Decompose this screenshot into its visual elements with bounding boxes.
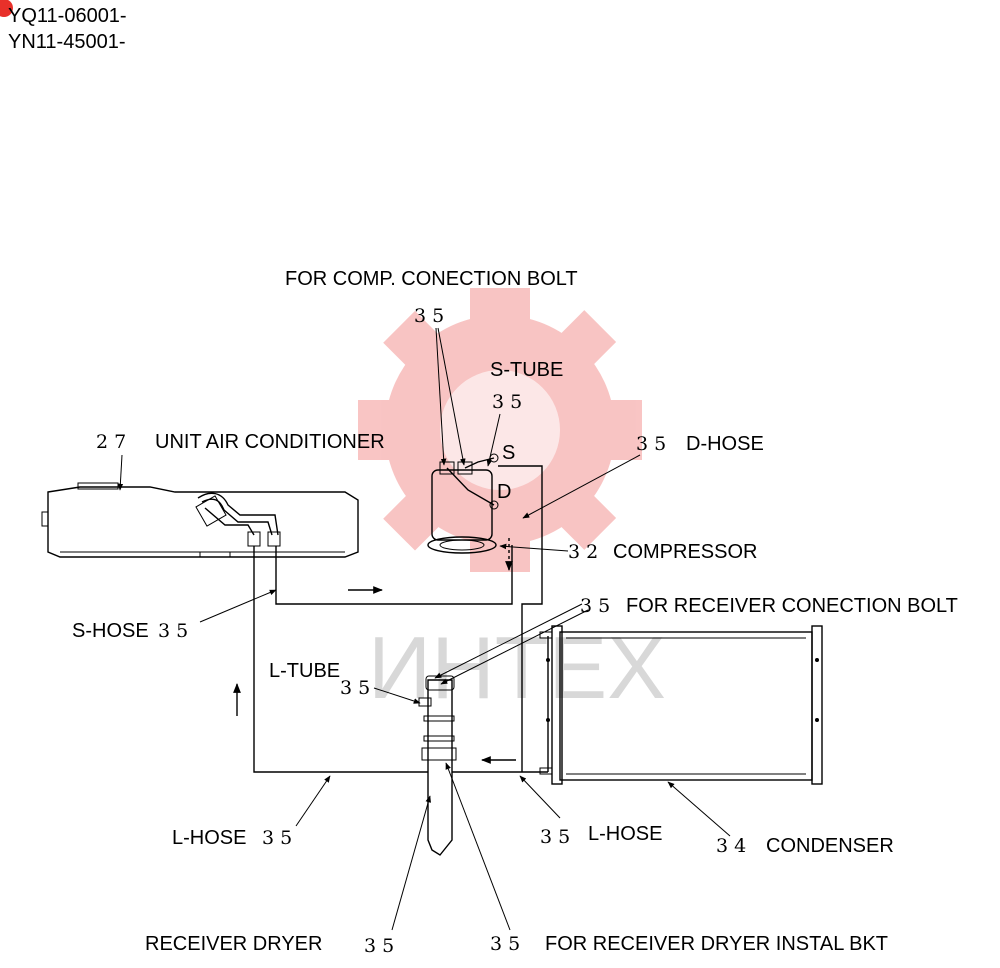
num-receiver-dryer: 3 5	[364, 935, 394, 957]
num-s-tube: 3 5	[492, 391, 522, 413]
label-l-hose-right: L-HOSE	[588, 823, 662, 845]
label-d-hose: D-HOSE	[686, 433, 764, 455]
receiver-dryer	[418, 675, 457, 856]
condenser	[539, 625, 823, 785]
label-recv-bolt: FOR RECEIVER CONECTION BOLT	[626, 595, 958, 617]
compressor	[427, 453, 499, 554]
label-compressor: COMPRESSOR	[613, 541, 757, 563]
label-d-mark: D	[497, 481, 511, 503]
num-comp-bolt: 3 5	[414, 305, 444, 327]
watermark-text: ИНТЕХ	[368, 618, 666, 717]
label-l-tube: L-TUBE	[269, 660, 340, 682]
label-s-hose: S-HOSE	[72, 620, 149, 642]
num-recv-bolt: 3 5	[580, 595, 610, 617]
unit-air-conditioner	[41, 482, 359, 558]
label-condenser: CONDENSER	[766, 835, 894, 857]
num-dryer-bkt: 3 5	[490, 933, 520, 955]
label-receiver-dryer: RECEIVER DRYER	[145, 933, 322, 955]
label-dryer-bkt: FOR RECEIVER DRYER INSTAL BKT	[545, 933, 888, 955]
num-unit-ac: 2 7	[96, 431, 126, 453]
label-unit-ac: UNIT AIR CONDITIONER	[155, 431, 385, 453]
num-l-hose-left: 3 5	[262, 827, 292, 849]
num-l-tube: 3 5	[340, 677, 370, 699]
label-s-tube: S-TUBE	[490, 359, 563, 381]
leader-lines	[117, 327, 731, 931]
num-l-hose-right: 3 5	[540, 826, 570, 848]
num-s-hose: 3 5	[158, 620, 188, 642]
label-s-mark: S	[502, 442, 515, 464]
num-d-hose: 3 5	[636, 433, 666, 455]
num-condenser: 3 4	[716, 835, 746, 857]
serial-1: YQ11-06001-	[8, 5, 127, 27]
num-compressor: 3 2	[568, 541, 598, 563]
serial-2: YN11-45001-	[8, 31, 125, 53]
label-comp-bolt: FOR COMP. CONECTION BOLT	[285, 268, 578, 290]
label-l-hose-left: L-HOSE	[172, 827, 246, 849]
corner-badge	[0, 0, 13, 17]
